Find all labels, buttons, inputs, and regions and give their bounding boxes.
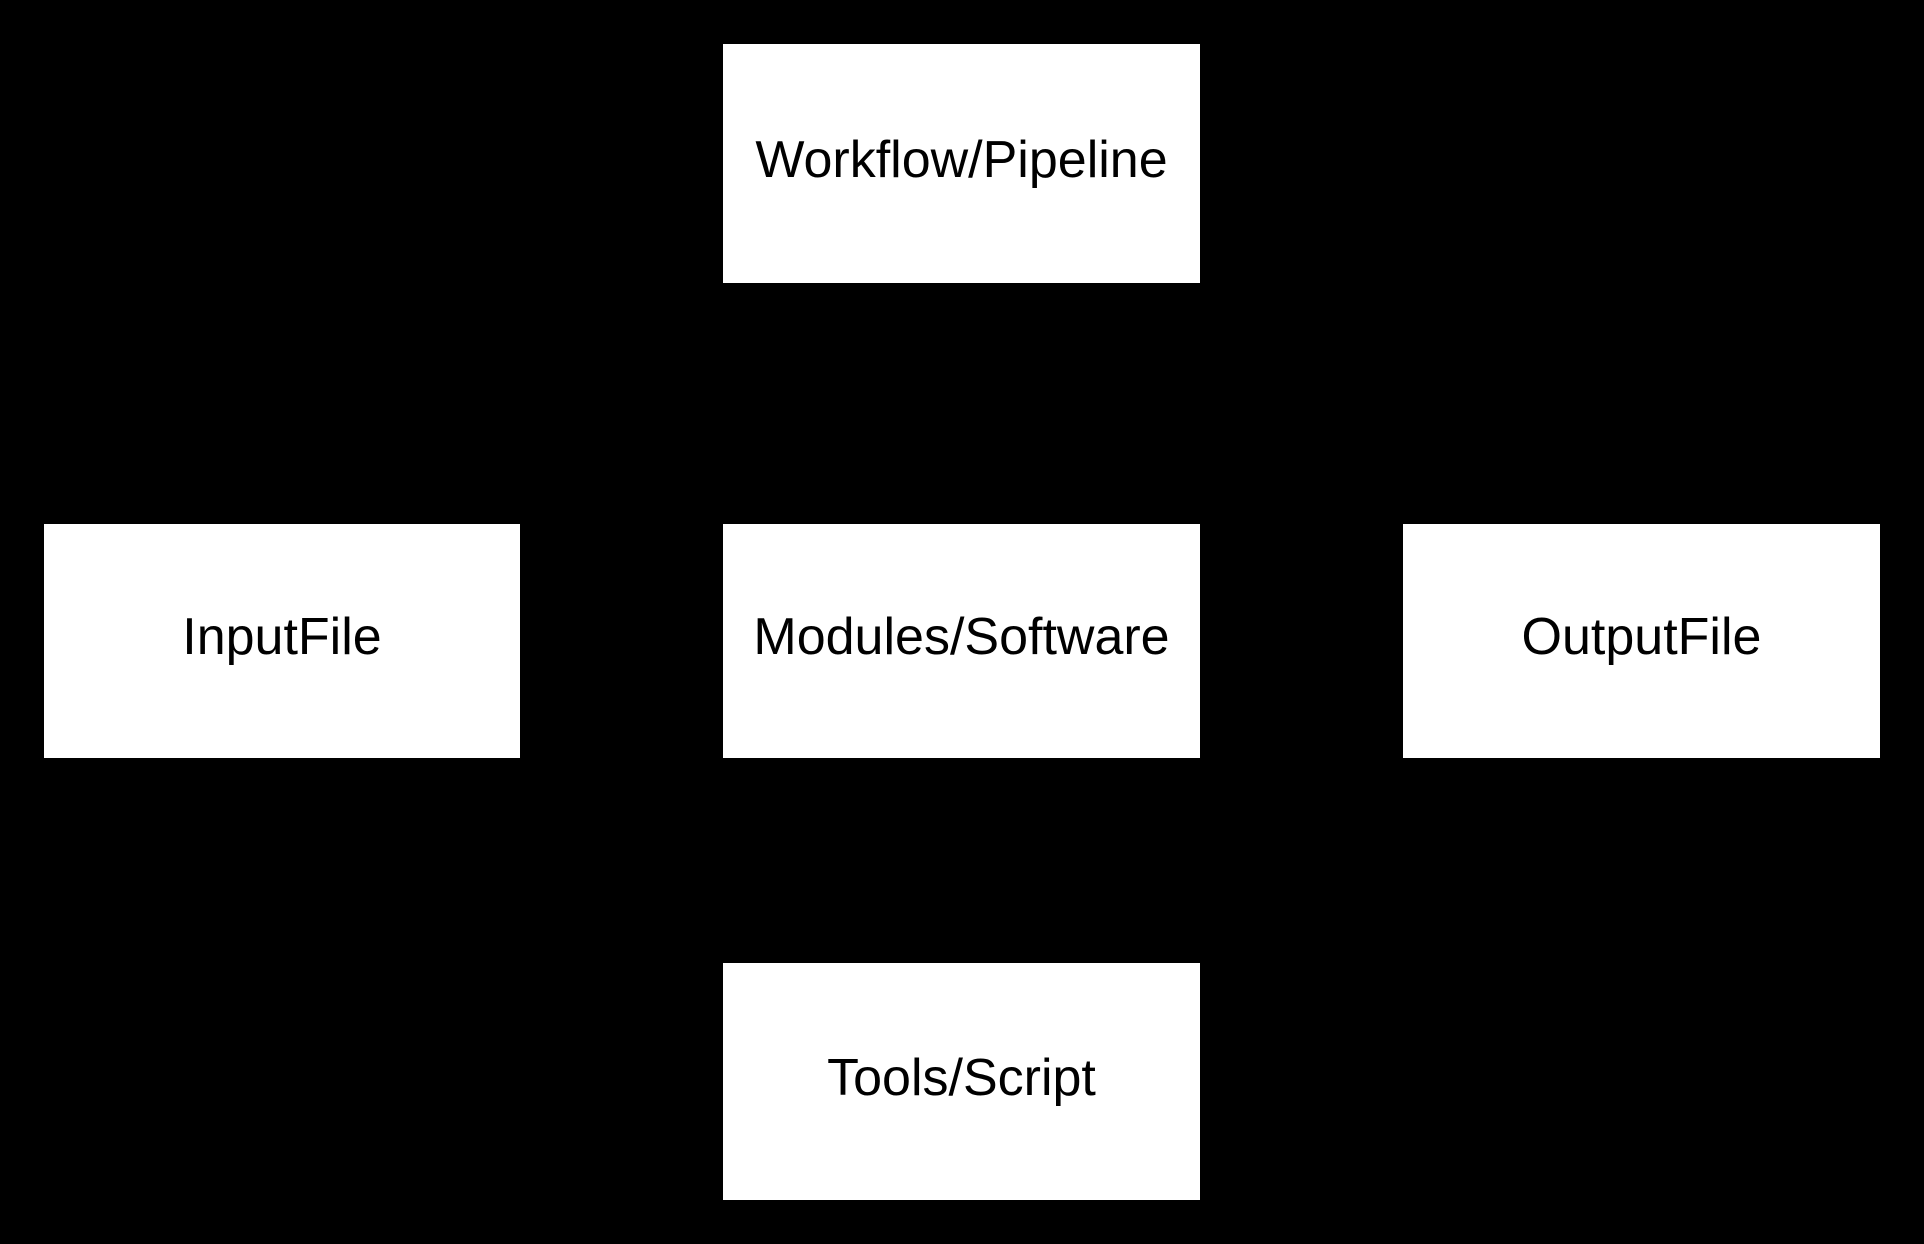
node-output-file-label: OutputFile [1521, 608, 1762, 666]
node-input-file[interactable]: InputFile [44, 524, 520, 758]
node-workflow-pipeline[interactable]: Workflow/Pipeline [723, 44, 1200, 283]
node-input-file-label: InputFile [182, 608, 382, 666]
node-output-file[interactable]: OutputFile [1403, 524, 1880, 758]
node-tools-script-label: Tools/Script [827, 1048, 1096, 1107]
node-tools-script[interactable]: Tools/Script [723, 963, 1200, 1200]
node-modules-software[interactable]: Modules/Software [723, 524, 1200, 758]
node-modules-software-label: Modules/Software [753, 608, 1170, 666]
node-workflow-pipeline-label: Workflow/Pipeline [755, 130, 1168, 189]
